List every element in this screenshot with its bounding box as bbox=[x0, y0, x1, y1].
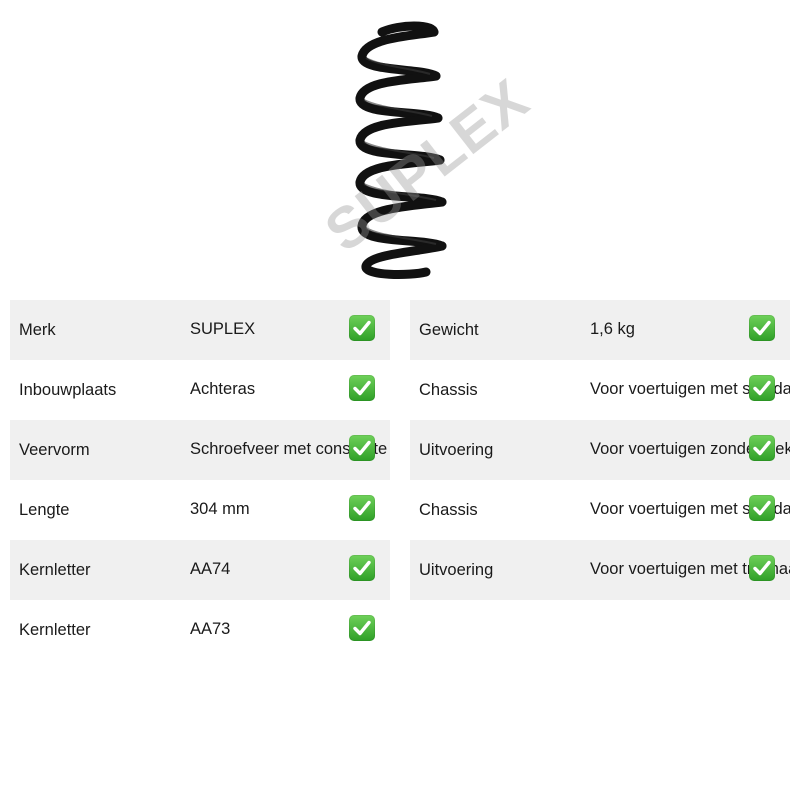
spec-value: Voor voertuigen met standaard bbox=[590, 380, 790, 398]
spec-label: Inbouwplaats bbox=[19, 381, 117, 399]
check-icon bbox=[349, 435, 375, 461]
spec-label: Gewicht bbox=[419, 321, 479, 339]
spec-row: Kernletter AA73 bbox=[10, 600, 390, 660]
spec-label: Merk bbox=[19, 321, 56, 339]
spec-row: Kernletter AA74 bbox=[10, 540, 390, 600]
spec-value: 304 mm bbox=[190, 500, 250, 518]
spec-row: Gewicht 1,6 kg bbox=[410, 300, 790, 360]
spec-row: Veervorm Schroefveer met constante bbox=[10, 420, 390, 480]
spec-row: Uitvoering Voor voertuigen met trekhaak bbox=[410, 540, 790, 600]
spec-row: Uitvoering Voor voertuigen zonder trekha… bbox=[410, 420, 790, 480]
spec-label: Kernletter bbox=[19, 621, 91, 639]
spec-value: SUPLEX bbox=[190, 320, 256, 338]
spec-label: Lengte bbox=[19, 501, 70, 519]
spec-value: Voor voertuigen zonder trekhaak bbox=[590, 440, 790, 458]
spec-value: Voor voertuigen met standaard bbox=[590, 500, 790, 518]
check-icon bbox=[749, 435, 775, 461]
spec-row: Merk SUPLEX bbox=[10, 300, 390, 360]
coil-spring-image: SUPLEX bbox=[300, 14, 541, 286]
check-icon bbox=[749, 495, 775, 521]
spec-value: AA73 bbox=[190, 620, 231, 638]
spec-row: Chassis Voor voertuigen met standaard bbox=[410, 360, 790, 420]
spec-label: Chassis bbox=[419, 381, 478, 399]
spec-label: Chassis bbox=[419, 501, 478, 519]
spec-value: Schroefveer met constante bbox=[190, 440, 388, 458]
spec-value: Achteras bbox=[190, 380, 256, 398]
spec-label: Veervorm bbox=[19, 441, 90, 459]
spec-value: AA74 bbox=[190, 560, 231, 578]
check-icon bbox=[349, 555, 375, 581]
spec-value: 1,6 kg bbox=[590, 320, 635, 338]
check-icon bbox=[749, 315, 775, 341]
spec-row: Inbouwplaats Achteras bbox=[10, 360, 390, 420]
spec-table-left: Merk SUPLEX Inbouwplaats Achteras Veervo… bbox=[10, 300, 390, 660]
spec-label: Uitvoering bbox=[419, 561, 494, 579]
check-icon bbox=[349, 315, 375, 341]
check-icon bbox=[349, 615, 375, 641]
check-icon bbox=[349, 495, 375, 521]
spec-row: Chassis Voor voertuigen met standaard bbox=[410, 480, 790, 540]
spec-value: Voor voertuigen met trekhaak bbox=[590, 560, 790, 578]
coil-spring-icon bbox=[355, 21, 447, 279]
spec-label: Uitvoering bbox=[419, 441, 494, 459]
check-icon bbox=[749, 375, 775, 401]
spec-row: Lengte 304 mm bbox=[10, 480, 390, 540]
spec-table-right: Gewicht 1,6 kg Chassis Voor voertuigen m… bbox=[410, 300, 790, 600]
spec-label: Kernletter bbox=[19, 561, 91, 579]
check-icon bbox=[749, 555, 775, 581]
check-icon bbox=[349, 375, 375, 401]
